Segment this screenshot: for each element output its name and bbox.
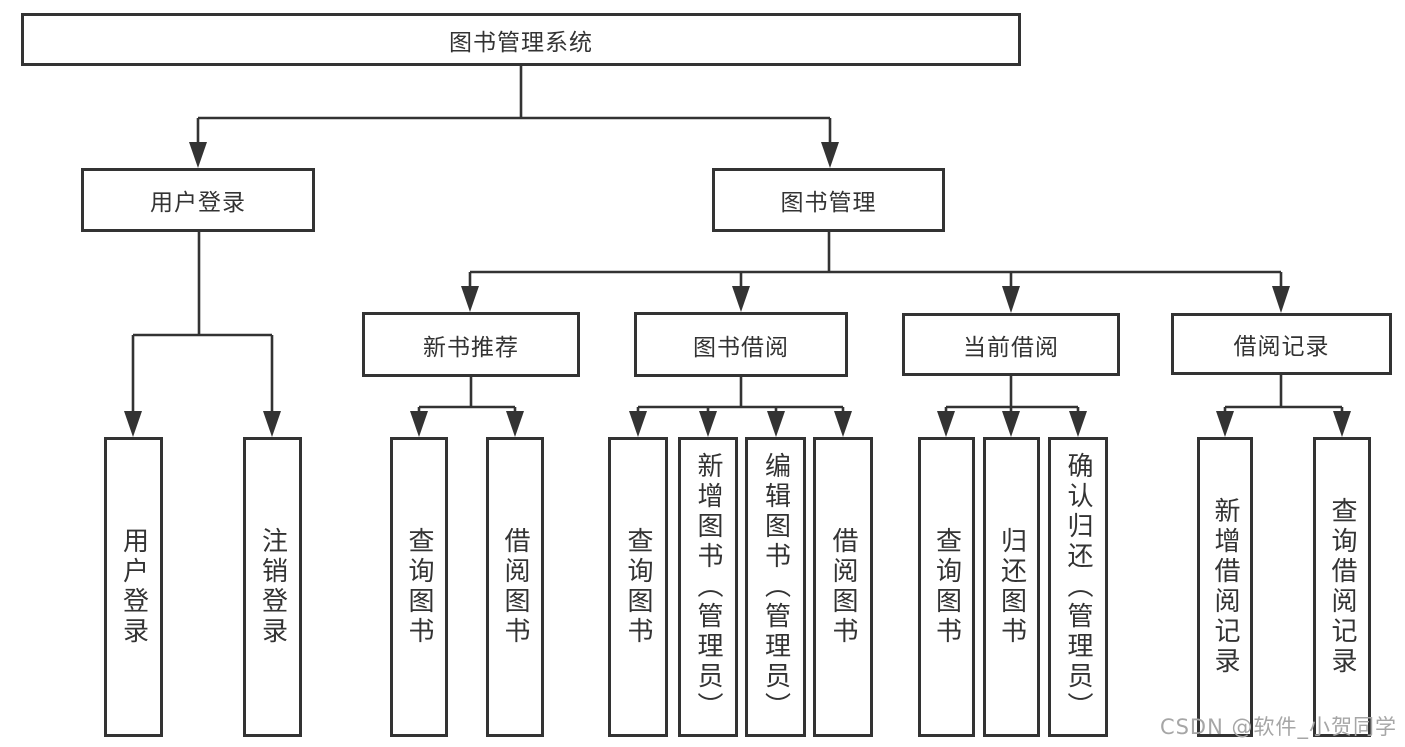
arrowhead-icon bbox=[937, 411, 955, 437]
leaf-borrow-books-recommend: 借阅图书 bbox=[486, 437, 544, 737]
arrowhead-icon bbox=[506, 411, 524, 437]
leaf-query-books-borrowing: 查询图书 bbox=[608, 437, 668, 737]
node-borrowing-records: 借阅记录 bbox=[1171, 313, 1392, 375]
leaf-return-books: 归还图书 bbox=[983, 437, 1040, 737]
leaf-edit-books-admin: 编辑图书（管理员） bbox=[745, 437, 806, 737]
leaf-borrow-books: 借阅图书 bbox=[813, 437, 873, 737]
arrowhead-icon bbox=[1216, 411, 1234, 437]
leaf-add-books-admin: 新增图书（管理员） bbox=[678, 437, 738, 737]
arrowhead-icon bbox=[1002, 286, 1020, 313]
node-root-system: 图书管理系统 bbox=[21, 13, 1021, 66]
csdn-watermark: CSDN @软件_小贺同学 bbox=[1159, 715, 1397, 739]
arrowhead-icon bbox=[1333, 411, 1351, 437]
leaf-add-borrow-record: 新增借阅记录 bbox=[1197, 437, 1253, 737]
node-user-login: 用户登录 bbox=[81, 168, 315, 232]
arrowhead-icon bbox=[1002, 411, 1020, 437]
leaf-confirm-return-admin: 确认归还（管理员） bbox=[1048, 437, 1108, 737]
arrowhead-icon bbox=[767, 411, 785, 437]
arrowhead-icon bbox=[461, 286, 479, 312]
node-current-borrowing: 当前借阅 bbox=[902, 313, 1120, 376]
arrowhead-icon bbox=[821, 142, 839, 168]
leaf-query-books-recommend: 查询图书 bbox=[390, 437, 448, 737]
leaf-query-books-current: 查询图书 bbox=[918, 437, 975, 737]
leaf-user-login: 用户登录 bbox=[104, 437, 163, 737]
arrowhead-icon bbox=[834, 411, 852, 437]
arrowhead-icon bbox=[1272, 286, 1290, 313]
arrowhead-icon bbox=[410, 411, 428, 437]
arrowhead-icon bbox=[699, 411, 717, 437]
arrowhead-icon bbox=[732, 286, 750, 312]
node-new-book-recommend: 新书推荐 bbox=[362, 312, 580, 377]
arrowhead-icon bbox=[263, 411, 281, 437]
arrowhead-icon bbox=[124, 411, 142, 437]
arrowhead-icon bbox=[1069, 411, 1087, 437]
leaf-logout: 注销登录 bbox=[243, 437, 302, 737]
leaf-query-borrow-record: 查询借阅记录 bbox=[1313, 437, 1371, 737]
node-book-borrowing: 图书借阅 bbox=[634, 312, 848, 377]
node-book-management: 图书管理 bbox=[712, 168, 945, 232]
arrowhead-icon bbox=[629, 411, 647, 437]
arrowhead-icon bbox=[189, 142, 207, 168]
